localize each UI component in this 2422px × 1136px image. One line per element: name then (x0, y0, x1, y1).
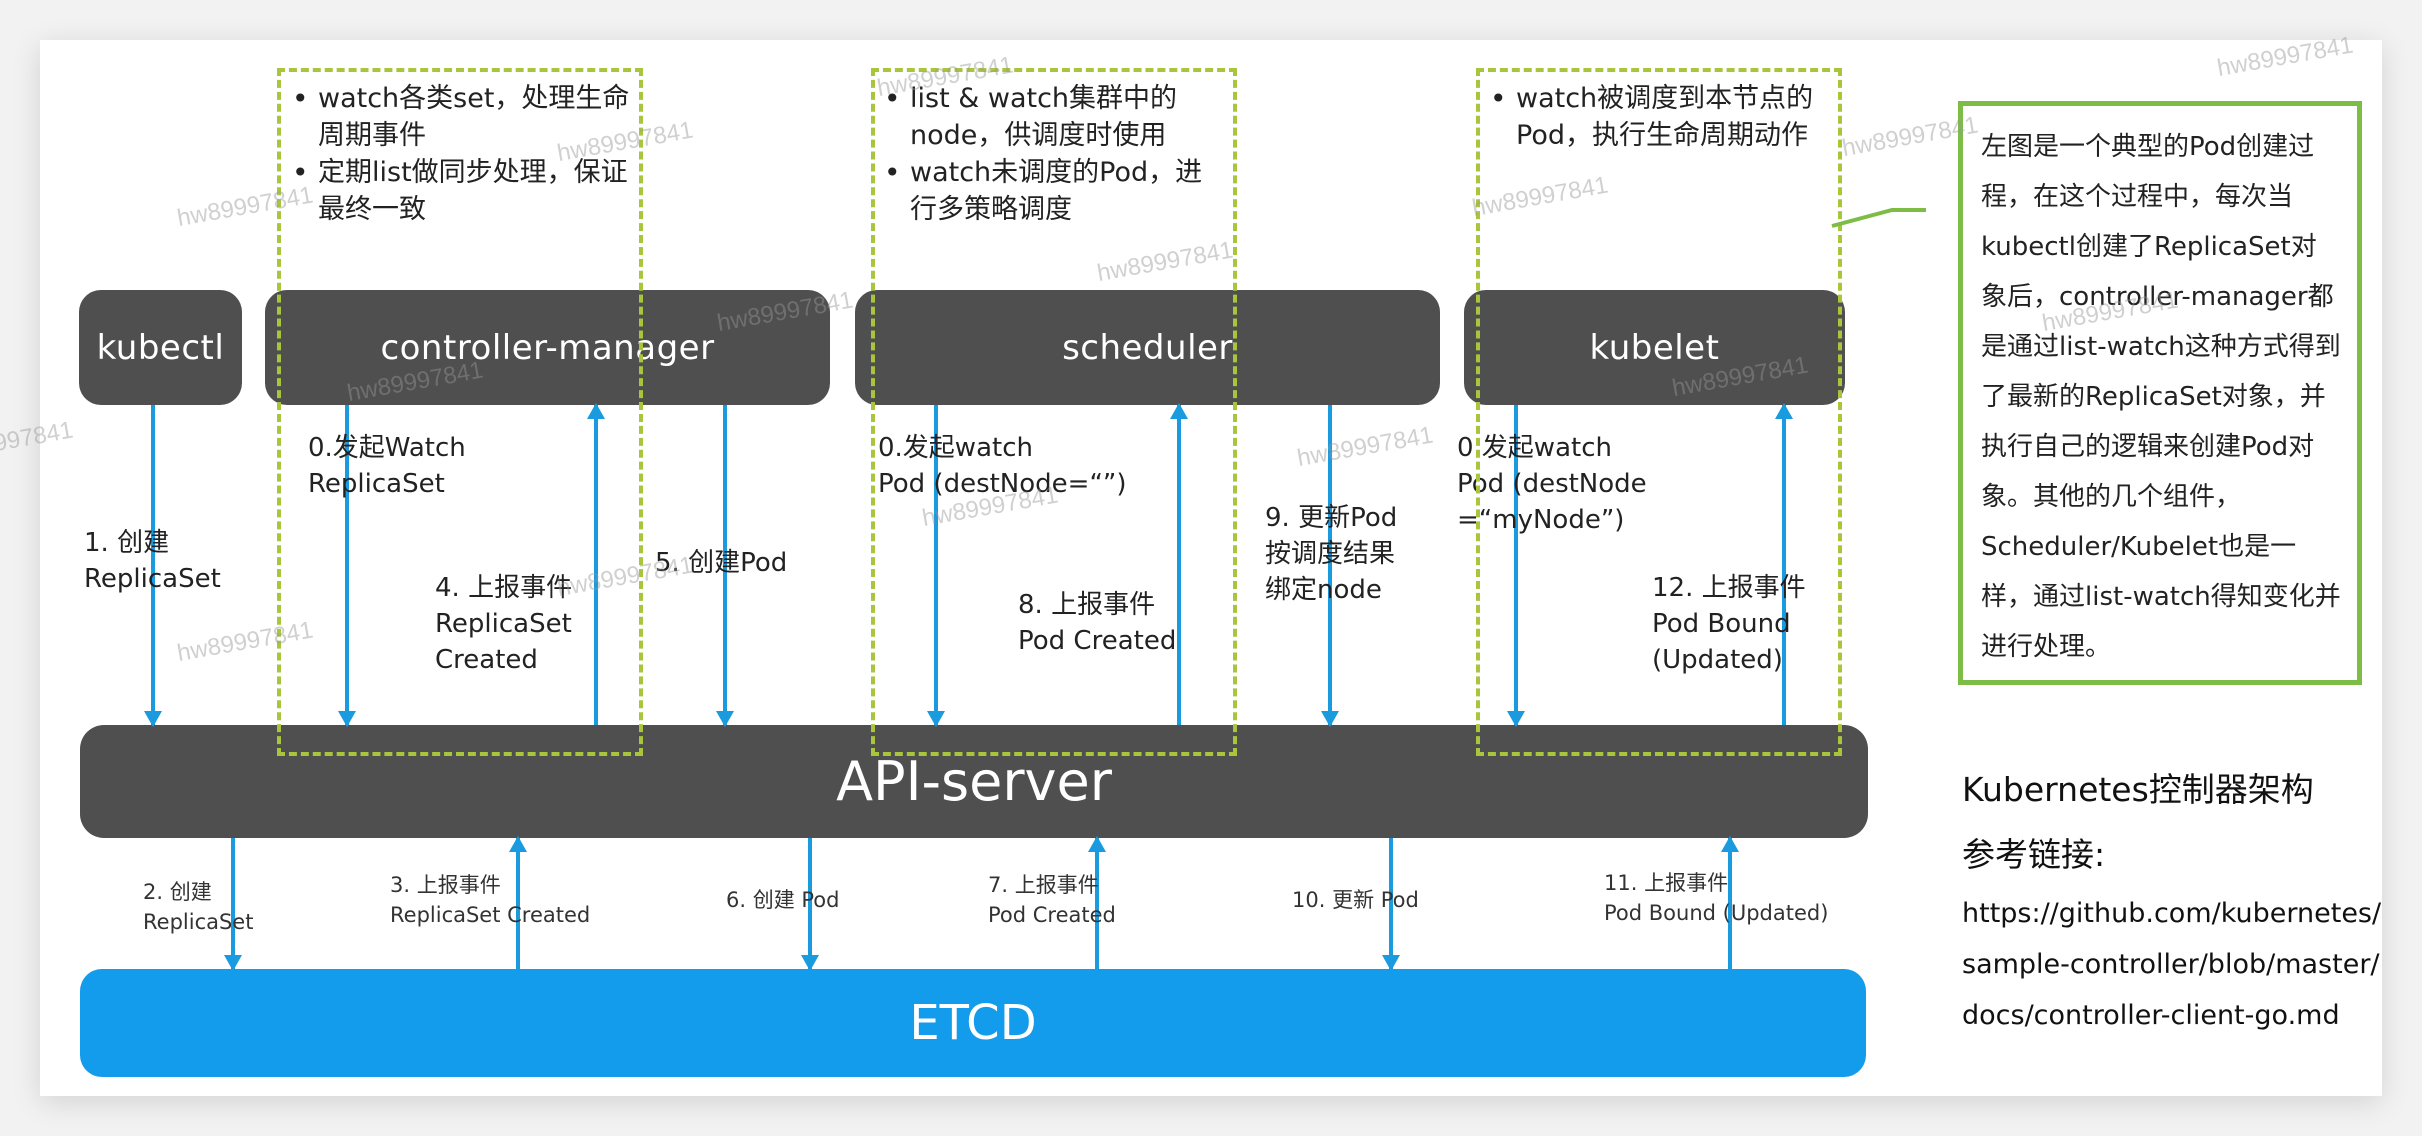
step-detail: Pod (destNode (1457, 469, 1647, 499)
arrow-2-create-replicaset (224, 838, 242, 971)
arrow-0-watch-unscheduled-pod (927, 405, 945, 727)
etcd-node: ETCD (80, 969, 1866, 1077)
note-item: watch各类set，处理生命周期事件 (292, 80, 630, 154)
step-title: 3. 上报事件 (390, 873, 501, 897)
callout-connector-line (1831, 208, 1926, 228)
step-detail: 按调度结果 (1265, 539, 1396, 569)
kubelet-node: kubelet (1464, 290, 1845, 405)
step-0-scheduler-label: 0.发起watch Pod (destNode=“”) (878, 430, 1127, 502)
step-title: 12. 上报事件 (1652, 573, 1806, 603)
controller-manager-node: controller-manager (265, 290, 830, 405)
step-detail: Pod Bound (1652, 609, 1791, 639)
scheduler-notes: list & watch集群中的node，供调度时使用 watch未调度的Pod… (884, 80, 1224, 228)
step-0-kubelet-label: 0.发起watch Pod (destNode =“myNode”) (1457, 430, 1647, 538)
note-item: list & watch集群中的node，供调度时使用 (884, 80, 1224, 154)
step-10-label: 10. 更新 Pod (1292, 885, 1419, 915)
step-3-label: 3. 上报事件 ReplicaSet Created (390, 870, 590, 930)
step-detail: ReplicaSet (308, 469, 445, 499)
note-item: watch被调度到本节点的Pod，执行生命周期动作 (1490, 80, 1830, 154)
arrow-11-report-pod-bound (1721, 836, 1739, 969)
arrow-0-watch-replicaset (338, 405, 356, 727)
step-title: 0.发起watch (1457, 433, 1612, 463)
step-title: 4. 上报事件 (435, 573, 573, 603)
step-2-label: 2. 创建 ReplicaSet (143, 877, 253, 937)
arrow-5-create-pod (716, 405, 734, 727)
step-title: 10. 更新 Pod (1292, 888, 1419, 912)
step-12-label: 12. 上报事件 Pod Bound (Updated) (1652, 570, 1806, 678)
step-detail: ReplicaSet (435, 609, 572, 639)
kubelet-notes: watch被调度到本节点的Pod，执行生命周期动作 (1490, 80, 1830, 154)
step-9-label: 9. 更新Pod 按调度结果 绑定node (1265, 500, 1397, 608)
step-7-label: 7. 上报事件 Pod Created (988, 870, 1116, 930)
step-detail: (Updated) (1652, 645, 1783, 675)
step-detail: Pod (destNode=“”) (878, 469, 1127, 499)
step-title: 2. 创建 (143, 880, 212, 904)
step-detail: Created (435, 645, 538, 675)
step-title: 1. 创建 (84, 528, 170, 558)
step-0-controller-label: 0.发起Watch ReplicaSet (308, 430, 466, 502)
step-title: 0.发起Watch (308, 433, 466, 463)
controller-manager-label: controller-manager (380, 327, 715, 368)
step-detail: Pod Created (1018, 626, 1177, 656)
arrow-6-create-pod (801, 838, 819, 971)
arrow-1-create-replicaset (144, 405, 162, 727)
step-8-label: 8. 上报事件 Pod Created (1018, 587, 1176, 659)
note-item: watch未调度的Pod，进行多策略调度 (884, 154, 1224, 228)
step-title: 9. 更新Pod (1265, 503, 1398, 533)
step-title: 0.发起watch (878, 433, 1033, 463)
kubectl-label: kubectl (96, 327, 225, 368)
architecture-title: Kubernetes控制器架构 (1962, 770, 2314, 809)
step-title: 5. 创建Pod (655, 548, 788, 578)
arrow-3-report-replicaset-created (509, 836, 527, 969)
controller-manager-notes: watch各类set，处理生命周期事件 定期list做同步处理，保证最终一致 (292, 80, 630, 228)
step-5-label: 5. 创建Pod (655, 545, 787, 581)
step-11-label: 11. 上报事件 Pod Bound (Updated) (1604, 868, 1828, 928)
step-title: 11. 上报事件 (1604, 871, 1729, 895)
kubectl-node: kubectl (79, 290, 242, 405)
arrow-12-report-pod-bound (1775, 403, 1793, 725)
callout-text: 左图是一个典型的Pod创建过程，在这个过程中，每次当kubectl创建了Repl… (1981, 132, 2341, 662)
explanation-callout: 左图是一个典型的Pod创建过程，在这个过程中，每次当kubectl创建了Repl… (1958, 101, 2362, 685)
step-detail: Pod Created (988, 903, 1116, 927)
arrow-10-update-pod (1382, 838, 1400, 971)
arrow-4-report-replicaset-created (587, 403, 605, 725)
step-detail: ReplicaSet (84, 564, 221, 594)
step-detail: =“myNode”) (1457, 505, 1625, 535)
step-title: 8. 上报事件 (1018, 590, 1156, 620)
scheduler-node: scheduler (855, 290, 1440, 405)
note-item: 定期list做同步处理，保证最终一致 (292, 154, 630, 228)
step-title: 7. 上报事件 (988, 873, 1099, 897)
arrow-0-watch-node-pod (1507, 405, 1525, 727)
step-detail: 绑定node (1265, 575, 1382, 605)
arrow-7-report-pod-created (1088, 836, 1106, 969)
reference-link[interactable]: https://github.com/kubernetes/sample-con… (1962, 898, 2382, 1031)
arrow-8-report-pod-created (1170, 403, 1188, 725)
reference-label: 参考链接: (1962, 835, 2106, 874)
step-1-label: 1. 创建 ReplicaSet (84, 525, 221, 597)
step-detail: Pod Bound (Updated) (1604, 901, 1829, 925)
api-server-node: API-server (80, 725, 1868, 838)
kubelet-label: kubelet (1589, 327, 1720, 368)
step-4-label: 4. 上报事件 ReplicaSet Created (435, 570, 572, 678)
step-detail: ReplicaSet Created (390, 903, 591, 927)
step-6-label: 6. 创建 Pod (726, 885, 839, 915)
api-server-label: API-server (836, 750, 1112, 813)
arrow-9-bind-pod (1321, 405, 1339, 727)
step-title: 6. 创建 Pod (726, 888, 840, 912)
etcd-label: ETCD (909, 995, 1037, 1051)
scheduler-label: scheduler (1062, 327, 1233, 368)
step-detail: ReplicaSet (143, 910, 254, 934)
